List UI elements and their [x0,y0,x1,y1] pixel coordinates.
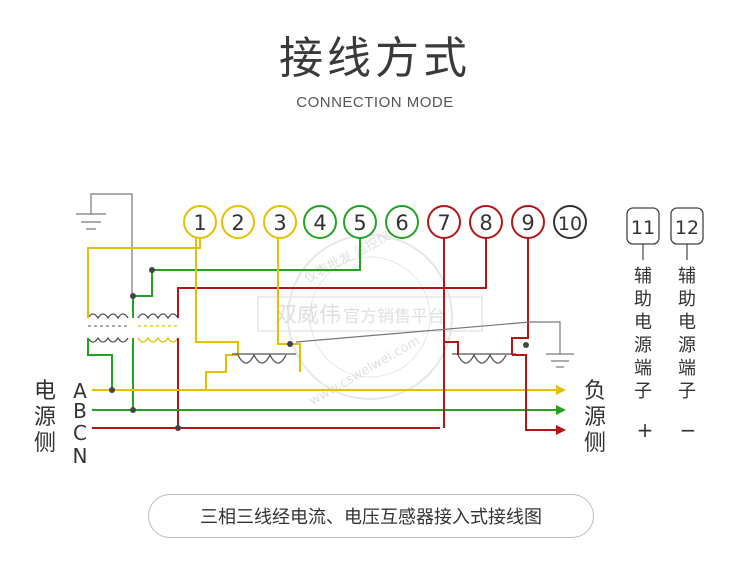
aux-12-char-6: 子 [678,381,696,402]
aux-11-char-2: 助 [634,289,652,310]
current-transformer-2 [452,353,516,364]
wire-ground-link [295,321,561,354]
terminal-6: 6 [385,205,419,239]
svg-text:12: 12 [675,217,699,239]
terminal-4: 4 [303,205,337,239]
diagram-caption: 三相三线经电流、电压互感器接入式接线图 [148,494,594,538]
wire-pt-to-t5 [132,238,361,318]
svg-text:9: 9 [521,211,534,235]
arrow-phase-a [556,385,566,395]
line-phase-c-out [512,354,556,431]
watermark: 双威伟 官方销售平台 仪表批发 监控仪表 www.cswelwei.com [257,222,483,409]
terminal-5: 5 [343,205,377,239]
aux-11-char-3: 电 [634,312,652,333]
aux-12-char-3: 电 [678,312,696,333]
aux-11-polarity: + [637,418,654,442]
wire-pt-to-t8 [177,238,487,318]
aux-12-char-1: 辅 [678,266,696,287]
aux-12-char-5: 端 [678,358,696,379]
svg-text:8: 8 [479,211,492,235]
aux-11-char-4: 源 [634,335,652,356]
aux-12-char-4: 源 [678,335,696,356]
watermark-arc-bottom: www.cswelwei.com [307,333,423,409]
terminal-3: 3 [263,205,297,239]
terminal-2: 2 [221,205,255,239]
aux-terminal-12: 12 辅 助 电 源 端 子 − [670,207,704,442]
svg-text:3: 3 [273,211,286,235]
page-title: 接线方式 [279,33,471,84]
svg-text:11: 11 [631,217,655,239]
page-subtitle: CONNECTION MODE [296,94,454,111]
arrow-phase-b [556,405,566,415]
phase-b-label: B [73,399,87,423]
watermark-brand: 双威伟 [275,303,341,328]
aux-11-char-6: 子 [634,381,652,402]
svg-text:5: 5 [353,211,366,235]
wire-t7-ct [443,238,459,355]
svg-text:2: 2 [231,211,244,235]
svg-text:源: 源 [584,405,606,430]
watermark-text: 官方销售平台 [343,307,445,327]
svg-text:4: 4 [313,211,326,235]
aux-12-char-2: 助 [678,289,696,310]
svg-text:侧: 侧 [34,431,56,456]
terminal-7: 7 [427,205,461,239]
phase-a-label: A [73,379,87,403]
wire-t1-ct [195,238,239,355]
arrow-phase-c [556,425,566,435]
svg-text:6: 6 [395,211,408,235]
aux-terminal-11: 11 辅 助 电 源 端 子 + [626,207,660,442]
terminal-9: 9 [511,205,545,239]
load-side-label: 负 源 侧 [584,379,606,456]
current-transformer-1 [232,353,296,364]
terminal-1: 1 [183,205,217,239]
wire-ct1-a [205,354,238,390]
aux-12-polarity: − [680,418,697,442]
ground-top-left [76,193,133,296]
aux-11-char-5: 端 [634,358,652,379]
wire-pt-to-t1 [87,238,201,318]
terminal-8: 8 [469,205,503,239]
terminal-row: 1 2 3 4 5 6 7 8 9 10 [183,205,587,239]
phase-n-label: N [73,444,88,468]
svg-text:1: 1 [193,211,206,235]
svg-text:负: 负 [584,379,606,404]
ground-right [546,353,574,368]
wire-pt-primary-a [87,338,113,390]
junction-dots [109,267,529,431]
wire-t9-ct [511,238,529,355]
terminal-10: 10 [553,205,587,239]
aux-11-char-1: 辅 [634,266,652,287]
phase-c-label: C [73,421,87,445]
svg-text:10: 10 [558,213,582,235]
voltage-transformers [87,313,179,343]
svg-text:源: 源 [34,405,56,430]
phase-letters: A B C N [73,379,88,468]
svg-text:7: 7 [437,211,450,235]
svg-text:侧: 侧 [584,431,606,456]
source-side-label: 电 源 侧 [34,379,56,456]
svg-text:电: 电 [34,379,56,404]
